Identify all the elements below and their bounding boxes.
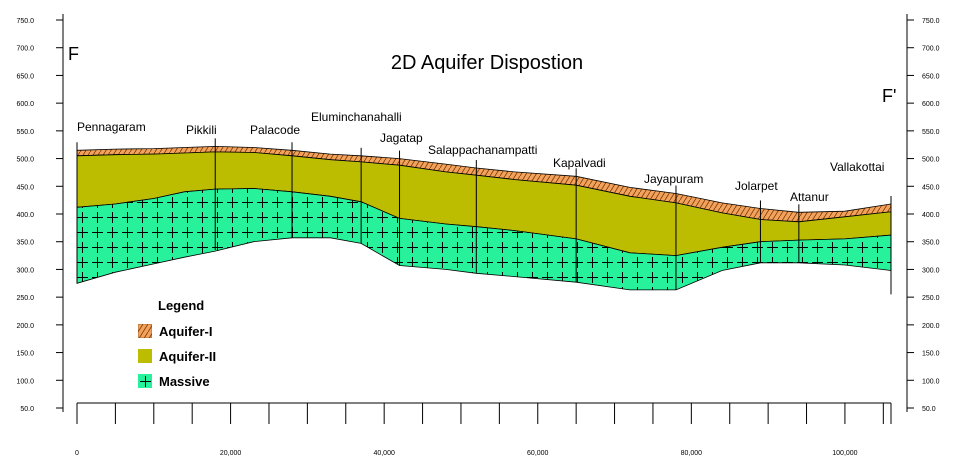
legend-label: Massive	[159, 373, 210, 389]
borehole-lines	[76, 138, 892, 295]
y-tick-label: 50.0	[20, 406, 34, 413]
section-end-label: F'	[882, 86, 897, 106]
borehole-label: Salappachanampatti	[428, 143, 537, 157]
strata-layers	[76, 145, 892, 291]
x-tick-label: 100,000	[832, 450, 857, 457]
borehole-labels: Pennagaram Pikkili Palacode Eluminchanahall…	[77, 110, 884, 204]
legend-label: Aquifer-I	[159, 323, 213, 339]
y-tick-label: 750.0	[922, 18, 940, 25]
y-tick-label: 700.0	[16, 46, 34, 53]
borehole-label: Palacode	[250, 123, 300, 137]
y-tick-label: 100.0	[16, 378, 34, 385]
y-tick-label: 150.0	[922, 351, 940, 358]
y-tick-label: 750.0	[16, 18, 34, 25]
y-tick-label: 200.0	[16, 323, 34, 330]
massive-swatch	[138, 374, 152, 388]
legend-label: Aquifer-II	[159, 348, 217, 364]
legend-item-massive: Massive	[138, 373, 210, 389]
y-tick-label: 250.0	[16, 295, 34, 302]
borehole-label: Attanur	[790, 190, 829, 204]
y-tick-label: 550.0	[16, 129, 34, 136]
borehole-label: Jayapuram	[644, 172, 703, 186]
x-tick-label: 60,000	[527, 450, 549, 457]
y-tick-label: 300.0	[922, 267, 940, 274]
legend-item-aquifer-2: Aquifer-II	[138, 348, 216, 364]
y-tick-label: 500.0	[922, 157, 940, 164]
y-tick-label: 400.0	[922, 212, 940, 219]
y-tick-label: 150.0	[16, 351, 34, 358]
y-tick-label: 450.0	[16, 184, 34, 191]
aquifer-1-swatch	[138, 324, 152, 338]
left-elevation-axis: 750.0 700.0 650.0 600.0 550.0 500.0 450.0 400.0…	[16, 14, 64, 413]
y-tick-label: 350.0	[922, 240, 940, 247]
legend-title: Legend	[158, 298, 205, 313]
borehole-label: Kapalvadi	[553, 156, 606, 170]
distance-axis: 0 20,000 40,000 60,000 80,000 100,000	[75, 402, 892, 457]
borehole-label: Jolarpet	[735, 179, 778, 193]
y-tick-label: 650.0	[922, 73, 940, 80]
y-tick-label: 550.0	[922, 129, 940, 136]
y-tick-label: 600.0	[922, 101, 940, 108]
x-tick-label: 40,000	[373, 450, 395, 457]
y-tick-label: 450.0	[922, 184, 940, 191]
y-tick-label: 50.0	[922, 406, 936, 413]
x-tick-label: 80,000	[681, 450, 703, 457]
y-tick-label: 100.0	[922, 378, 940, 385]
borehole-label: Eluminchanahalli	[311, 110, 402, 124]
y-tick-label: 200.0	[922, 323, 940, 330]
y-tick-label: 400.0	[16, 212, 34, 219]
borehole-label: Vallakottai	[830, 160, 884, 174]
aquifer-2-swatch	[138, 349, 152, 363]
y-tick-label: 300.0	[16, 267, 34, 274]
y-tick-label: 700.0	[922, 46, 940, 53]
borehole-label: Pennagaram	[77, 120, 146, 134]
section-start-label: F	[68, 44, 79, 64]
x-tick-label: 0	[75, 450, 79, 457]
right-elevation-axis: 750.0 700.0 650.0 600.0 550.0 500.0 450.0 400.0…	[906, 14, 940, 413]
y-tick-label: 350.0	[16, 240, 34, 247]
y-tick-label: 250.0	[922, 295, 940, 302]
y-tick-label: 600.0	[16, 101, 34, 108]
borehole-label: Jagatap	[380, 131, 423, 145]
chart-title: 2D Aquifer Dispostion	[390, 52, 584, 74]
x-tick-label: 20,000	[220, 450, 242, 457]
borehole-label: Pikkili	[186, 123, 217, 137]
y-tick-label: 650.0	[16, 73, 34, 80]
y-tick-label: 500.0	[16, 157, 34, 164]
legend-item-aquifer-1: Aquifer-I	[138, 323, 212, 339]
